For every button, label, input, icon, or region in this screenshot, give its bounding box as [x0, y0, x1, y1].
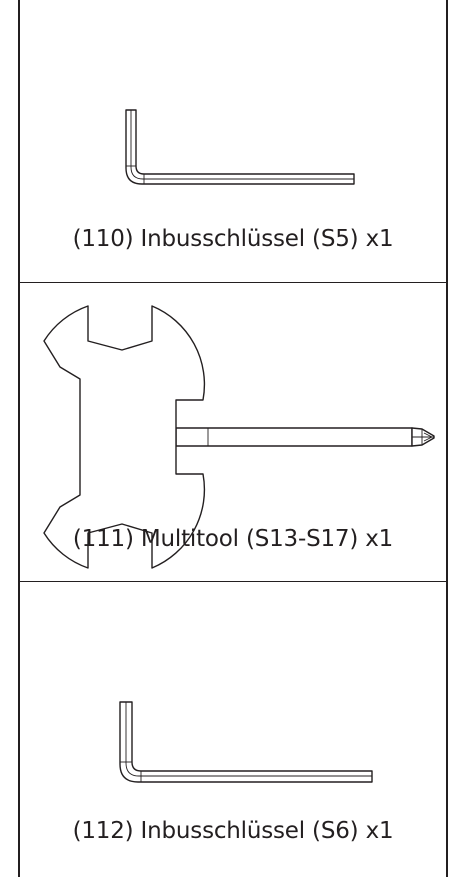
part-caption-110: (110) Inbusschlüssel (S5) x1	[20, 226, 446, 252]
part-name: Inbusschlüssel (S5)	[140, 226, 359, 252]
part-quantity: x1	[365, 526, 394, 552]
part-panel-112: (112) Inbusschlüssel (S6) x1	[20, 582, 446, 877]
part-panel-111: (111) Multitool (S13-S17) x1	[20, 283, 446, 581]
part-caption-111: (111) Multitool (S13-S17) x1	[20, 526, 446, 552]
section-divider	[20, 282, 446, 283]
part-panel-110: (110) Inbusschlüssel (S5) x1	[20, 0, 446, 282]
part-quantity: x1	[365, 226, 394, 252]
frame-left-border	[18, 0, 20, 877]
hex-key-icon	[125, 109, 355, 185]
section-divider	[20, 581, 446, 582]
part-caption-112: (112) Inbusschlüssel (S6) x1	[20, 818, 446, 844]
part-name: Inbusschlüssel (S6)	[140, 818, 359, 844]
frame-right-border	[446, 0, 448, 877]
part-quantity: x1	[365, 818, 394, 844]
part-number: (110)	[72, 226, 134, 252]
hex-key-icon	[119, 701, 373, 783]
part-name: Multitool (S13-S17)	[140, 526, 359, 552]
part-number: (112)	[72, 818, 134, 844]
multitool-wrench-screwdriver-icon	[43, 305, 435, 569]
part-number: (111)	[72, 526, 134, 552]
